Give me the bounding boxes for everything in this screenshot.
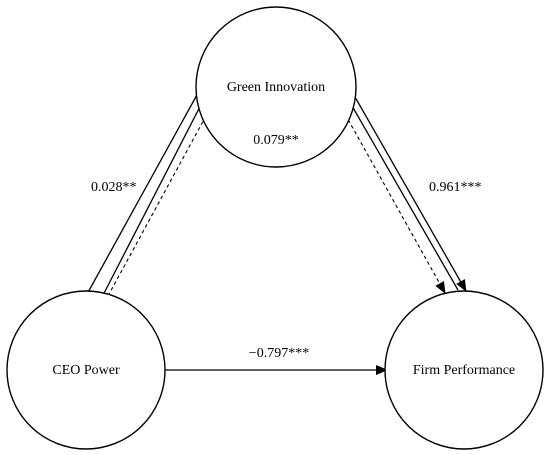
node-firm-performance: Firm Performance bbox=[384, 290, 544, 450]
node-ceo-power-label: CEO Power bbox=[52, 363, 120, 378]
node-firm-performance-label: Firm Performance bbox=[413, 363, 515, 378]
node-ceo-power: CEO Power bbox=[6, 290, 166, 450]
path-ceo-to-green bbox=[85, 92, 207, 302]
node-green-innovation: Green Innovation bbox=[195, 6, 357, 168]
coef-green-to-firm: 0.961*** bbox=[429, 180, 482, 195]
path-green-to-firm bbox=[343, 89, 467, 292]
coef-ceo-to-firm: −0.797*** bbox=[249, 346, 309, 361]
node-green-innovation-label: Green Innovation bbox=[227, 80, 325, 95]
coef-ceo-to-green: 0.028** bbox=[91, 180, 137, 195]
coef-indirect: 0.079** bbox=[253, 133, 299, 148]
